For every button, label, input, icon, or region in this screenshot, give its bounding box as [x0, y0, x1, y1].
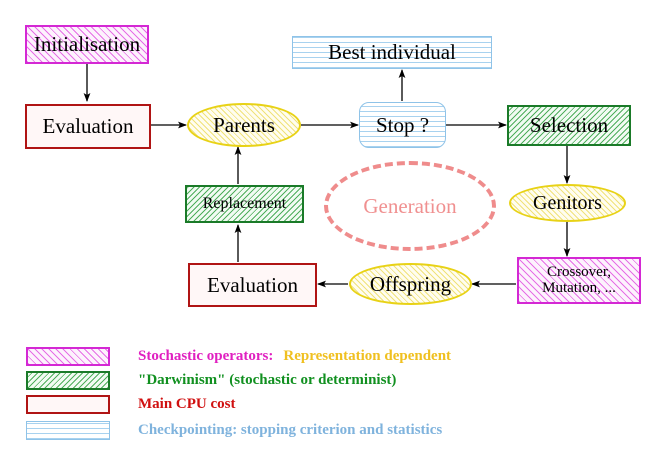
- node-offspring[interactable]: Offspring: [349, 263, 472, 305]
- node-best-individual-label: Best individual: [328, 40, 456, 65]
- legend-label-main-cpu-cost: Main CPU cost: [138, 395, 236, 412]
- node-replacement-label: Replacement: [202, 194, 287, 212]
- node-parents-label: Parents: [213, 112, 275, 137]
- node-parents[interactable]: Parents: [187, 103, 301, 147]
- node-best-individual[interactable]: Best individual: [292, 36, 492, 69]
- node-crossover-mutation[interactable]: Crossover, Mutation, ...: [517, 257, 641, 304]
- legend-swatch-blue-horizontal-hatch-icon: [26, 420, 110, 440]
- node-initialisation-label: Initialisation: [33, 32, 141, 57]
- node-evaluation-bottom-label: Evaluation: [207, 272, 298, 297]
- node-selection-label: Selection: [529, 113, 609, 138]
- node-replacement[interactable]: Replacement: [185, 185, 304, 223]
- node-initialisation[interactable]: Initialisation: [25, 25, 149, 64]
- node-stop[interactable]: Stop ?: [359, 102, 446, 148]
- legend-swatch-magenta-diagonal-hatch-icon: [26, 346, 110, 366]
- legend-row-darwinism: "Darwinism" (stochastic or determinist): [26, 369, 396, 391]
- legend-label-checkpointing: Checkpointing: stopping criterion and st…: [138, 421, 443, 438]
- node-evaluation-bottom[interactable]: Evaluation: [188, 263, 317, 307]
- legend-row-stochastic-operators: Stochastic operators: Representation depe…: [26, 345, 451, 367]
- legend-swatch-green-diagonal-hatch-icon: [26, 370, 110, 390]
- legend-accent-representation-dependent: Representation dependent: [283, 347, 452, 364]
- node-generation-label: Generation: [363, 193, 457, 218]
- node-selection[interactable]: Selection: [507, 105, 631, 146]
- node-generation-annotation: Generation: [324, 161, 496, 251]
- node-genitors[interactable]: Genitors: [509, 184, 626, 222]
- node-evaluation-top[interactable]: Evaluation: [25, 104, 151, 149]
- node-evaluation-top-label: Evaluation: [42, 114, 134, 139]
- node-stop-label: Stop ?: [375, 112, 430, 137]
- node-offspring-label: Offspring: [369, 271, 452, 296]
- legend-row-main-cpu-cost: Main CPU cost: [26, 393, 236, 415]
- node-genitors-label: Genitors: [533, 191, 602, 214]
- legend-swatch-red-vertical-hatch-icon: [26, 394, 110, 414]
- legend-label-stochastic-operators: Stochastic operators: Representation depe…: [138, 348, 451, 365]
- legend-label-darwinism: "Darwinism" (stochastic or determinist): [138, 371, 397, 388]
- legend-row-checkpointing: Checkpointing: stopping criterion and st…: [26, 419, 442, 441]
- legend-text-stochastic-operators: Stochastic operators:: [138, 347, 274, 364]
- node-crossover-mutation-label: Crossover, Mutation, ...: [542, 263, 616, 296]
